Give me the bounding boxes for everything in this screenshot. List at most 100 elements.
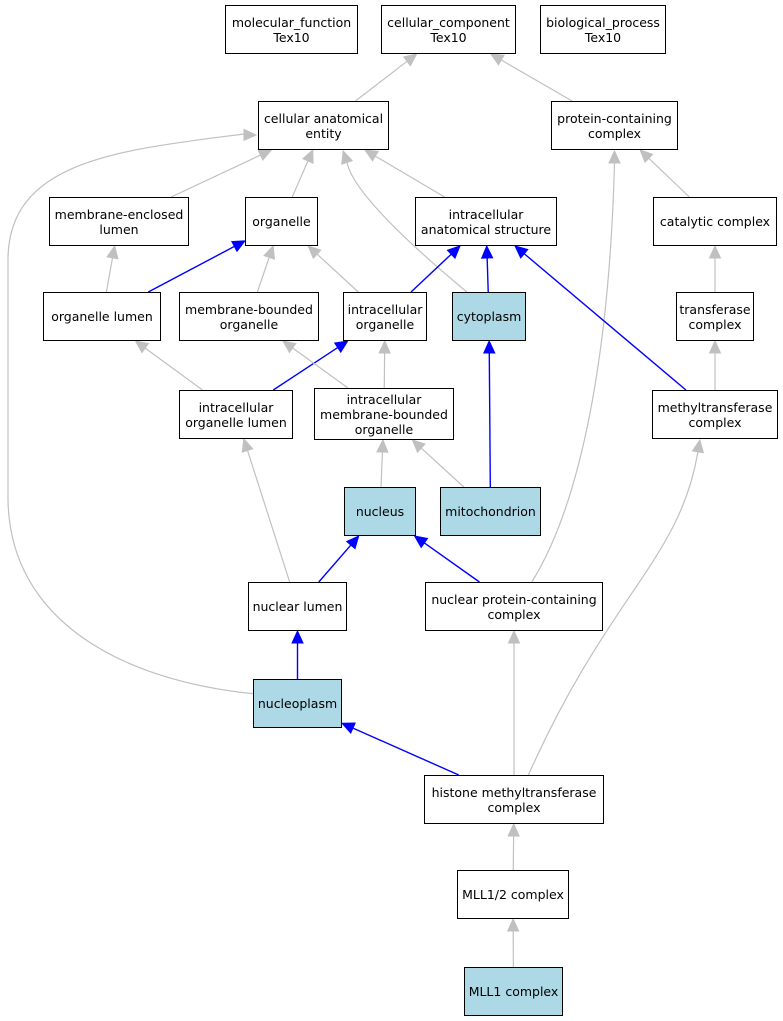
node-nucleus[interactable]: nucleus — [344, 487, 416, 536]
edge-arrowhead — [446, 245, 461, 260]
edge-npc-nuc — [423, 542, 480, 583]
edge-hmtc-mtc — [527, 451, 699, 776]
node-label: membrane-bounded organelle — [185, 301, 313, 332]
edge-arrowhead — [507, 822, 520, 837]
node-label: biological_process Tex10 — [546, 14, 660, 45]
node-label: mitochondrion — [445, 504, 536, 519]
node-histone-methyltransferase-complex[interactable]: histone methyltransferase complex — [424, 775, 604, 824]
edge-mbo-org — [256, 257, 270, 293]
node-cellular-anatomical-entity[interactable]: cellular anatomical entity — [258, 101, 389, 150]
edge-arrowhead — [341, 149, 354, 165]
edge-io-org — [316, 253, 359, 293]
edge-arrowhead — [241, 437, 254, 453]
edge-arrowhead — [376, 438, 389, 453]
edge-mtc-ias — [523, 253, 687, 391]
edge-arrowhead — [489, 53, 505, 66]
node-label: intracellular anatomical structure — [420, 206, 552, 237]
node-organelle-lumen[interactable]: organelle lumen — [43, 292, 161, 341]
node-label: intracellular membrane-bounded organelle — [320, 391, 448, 437]
node-label: cellular_component Tex10 — [387, 14, 510, 45]
edge-arrowhead — [413, 535, 429, 549]
node-label: cytoplasm — [456, 309, 522, 324]
edge-cyt-cae — [346, 162, 468, 293]
node-nuclear-protein-containing-complex[interactable]: nuclear protein-containing complex — [425, 582, 603, 631]
node-label: catalytic complex — [659, 214, 771, 229]
edge-arrowhead — [333, 340, 349, 354]
node-label: nuclear lumen — [252, 599, 343, 614]
node-intracellular-anatomical-structure[interactable]: intracellular anatomical structure — [415, 197, 557, 246]
edge-pcc-cc — [500, 59, 573, 102]
edge-io-ias — [410, 253, 452, 293]
node-intracellular-organelle-lumen[interactable]: intracellular organelle lumen — [179, 390, 293, 439]
node-label: intracellular organelle — [347, 301, 423, 332]
edge-arrowhead — [506, 917, 520, 932]
node-catalytic-complex[interactable]: catalytic complex — [653, 197, 777, 246]
node-label: intracellular organelle lumen — [185, 399, 287, 430]
edge-arrowhead — [363, 149, 379, 162]
edge-arrowhead — [639, 149, 654, 164]
node-label: MLL1/2 complex — [462, 887, 564, 902]
edge-arrowhead — [302, 148, 314, 164]
edge-nl-iol — [246, 450, 291, 583]
node-intracellular-membrane-bounded-organelle[interactable]: intracellular membrane-bounded organelle — [314, 388, 454, 440]
edge-arrowhead — [411, 439, 426, 454]
edge-cyt-ias — [486, 257, 489, 293]
node-biological-process[interactable]: biological_process Tex10 — [540, 5, 666, 54]
edge-arrowhead — [402, 53, 418, 67]
node-label: nuclear protein-containing complex — [431, 591, 597, 622]
node-nuclear-lumen[interactable]: nuclear lumen — [248, 582, 347, 631]
node-label: histone methyltransferase complex — [431, 784, 597, 815]
node-label: MLL1 complex — [468, 984, 559, 999]
node-label: protein-containing complex — [557, 110, 672, 141]
node-label: organelle — [252, 214, 311, 229]
edge-hmtc-np — [352, 727, 460, 776]
node-transferase-complex[interactable]: transferase complex — [676, 292, 754, 341]
edge-arrowhead — [340, 722, 356, 735]
node-cytoplasm[interactable]: cytoplasm — [452, 292, 526, 341]
edge-arrowhead — [291, 629, 304, 644]
edge-imbo-mbo — [292, 347, 349, 389]
edge-arrowhead — [243, 128, 258, 142]
node-protein-containing-complex[interactable]: protein-containing complex — [551, 101, 678, 150]
edge-ol-org — [147, 245, 235, 293]
edge-mito-imbo — [420, 447, 465, 488]
node-mll1-complex[interactable]: MLL1 complex — [464, 967, 563, 1016]
node-label: membrane-enclosed lumen — [54, 206, 184, 237]
node-label: methyltransferase complex — [657, 399, 773, 430]
node-label: nucleoplasm — [257, 696, 338, 711]
edge-ias-cae — [374, 155, 445, 198]
edge-cae-cc — [355, 60, 408, 102]
node-label: molecular_function Tex10 — [231, 14, 352, 45]
node-label: organelle lumen — [51, 309, 153, 324]
edge-arrowhead — [708, 339, 722, 354]
edge-cat-pcc — [648, 157, 690, 198]
node-mll1-2-complex[interactable]: MLL1/2 complex — [457, 870, 569, 919]
edge-org-cae — [291, 160, 309, 198]
node-mitochondrion[interactable]: mitochondrion — [440, 487, 541, 536]
node-membrane-bounded-organelle[interactable]: membrane-bounded organelle — [179, 292, 319, 341]
edge-arrowhead — [691, 438, 705, 454]
node-membrane-enclosed-lumen[interactable]: membrane-enclosed lumen — [49, 197, 189, 246]
edge-arrowhead — [480, 244, 494, 259]
edge-arrowhead — [514, 245, 529, 259]
edge-mito-cyt — [488, 352, 492, 488]
edge-arrowhead — [307, 245, 322, 260]
edge-arrowhead — [507, 629, 521, 644]
node-cellular-component[interactable]: cellular_component Tex10 — [381, 5, 516, 54]
edge-arrowhead — [608, 149, 621, 164]
edge-np-cae — [7, 133, 254, 695]
edge-iol-io — [272, 347, 339, 391]
edge-arrowhead — [378, 339, 391, 354]
node-label: nucleus — [355, 504, 405, 519]
node-methyltransferase-complex[interactable]: methyltransferase complex — [652, 390, 778, 439]
node-molecular-function[interactable]: molecular_function Tex10 — [225, 5, 358, 54]
edge-nl-nuc — [318, 544, 352, 583]
edge-arrowhead — [257, 149, 273, 161]
edge-arrowhead — [708, 244, 722, 259]
node-nucleoplasm[interactable]: nucleoplasm — [253, 679, 342, 728]
node-label: transferase complex — [679, 301, 751, 332]
node-organelle[interactable]: organelle — [245, 197, 318, 246]
node-intracellular-organelle[interactable]: intracellular organelle — [343, 292, 427, 341]
